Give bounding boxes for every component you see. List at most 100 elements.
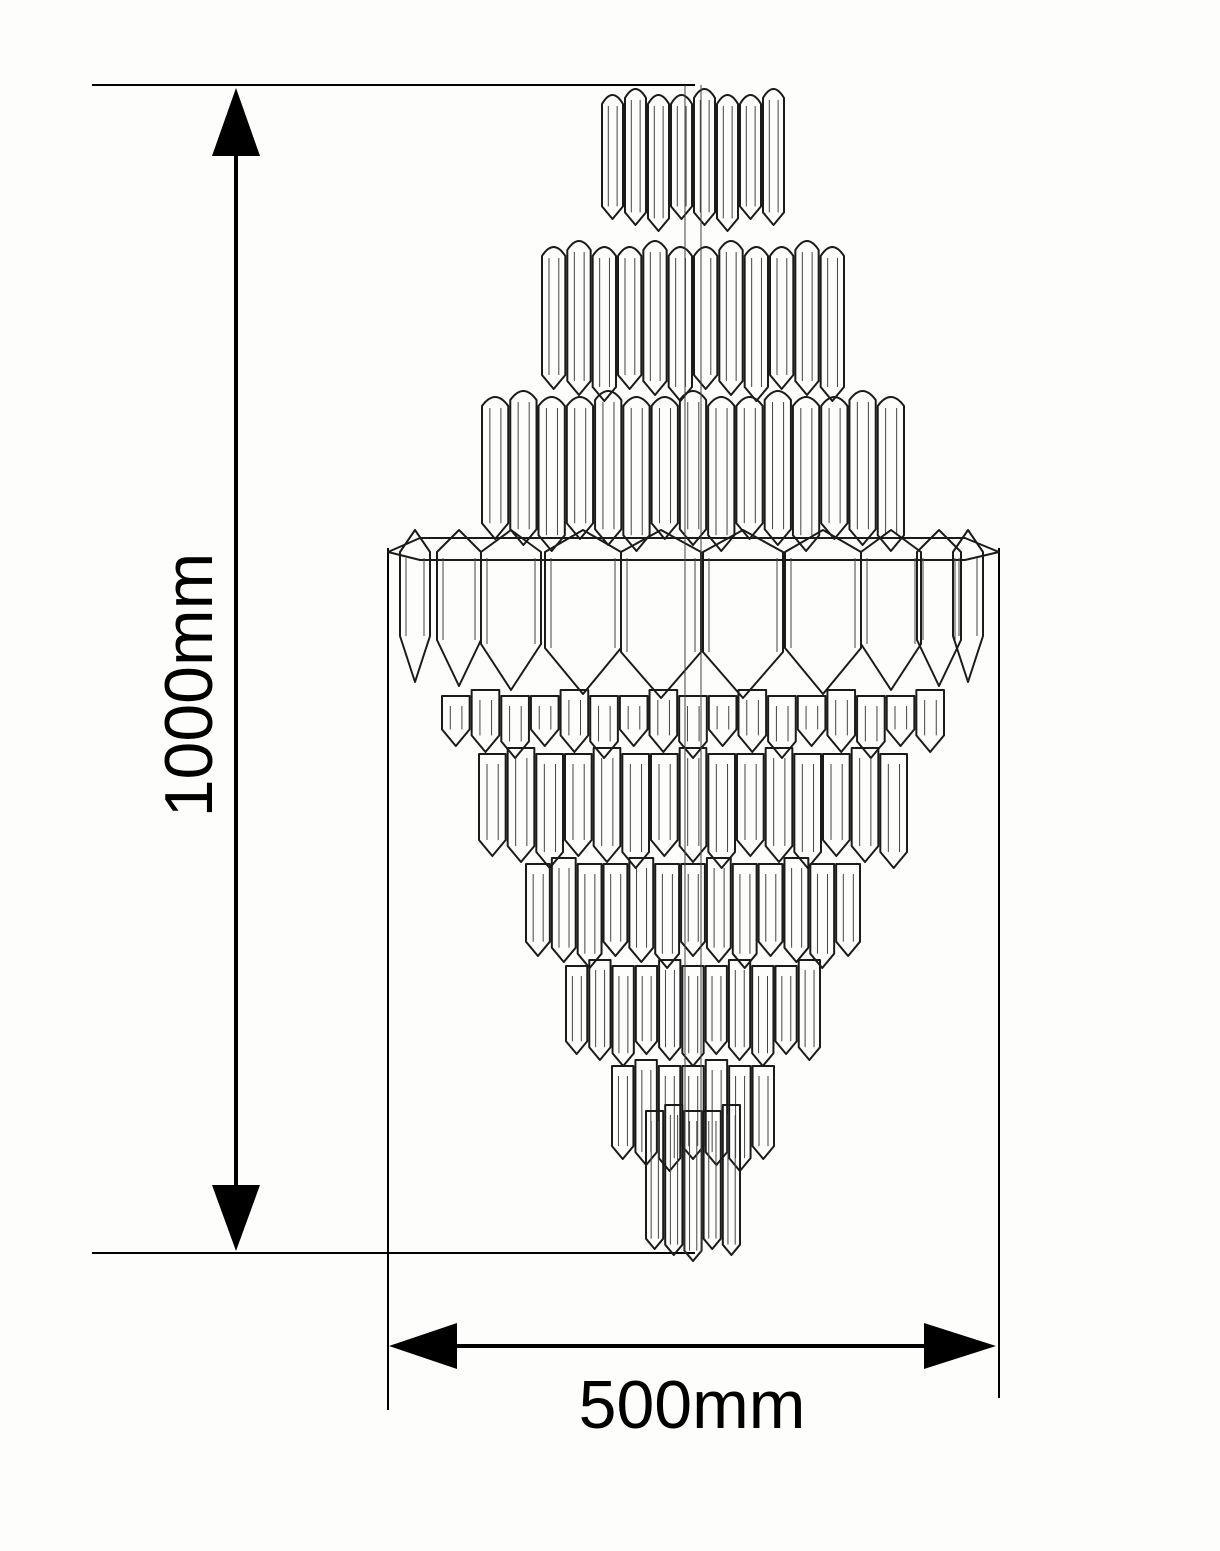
crystal-tier-4-11 [737, 689, 768, 753]
crystal-tier-4-6 [589, 695, 619, 759]
crystal-tier-7-1 [565, 965, 589, 1055]
crystal-tier-4-10 [707, 695, 738, 747]
crystal-tier-3-1 [481, 396, 510, 540]
crystal-tier-6-5 [628, 857, 655, 963]
crystal-tier-8-6 [728, 1065, 752, 1172]
crystal-tier-7-10 [774, 965, 798, 1055]
crystal-tier-9-5 [721, 1104, 741, 1256]
crystal-tier-7-5 [658, 959, 682, 1061]
crystal-tier-3-9 [707, 396, 736, 552]
crystal-tier-2-8 [718, 240, 744, 396]
crown-crystal-3 [480, 529, 542, 691]
crystal-tier-4-2 [470, 689, 501, 753]
width-arrow-right [924, 1323, 996, 1369]
height-dimension: 1000mm [92, 84, 695, 1254]
crown-crystal-1 [399, 529, 431, 683]
crystal-tier-1-5 [693, 88, 716, 226]
crystal-tier-2-11 [794, 240, 820, 396]
crystal-tier-2-4 [617, 246, 643, 390]
height-label: 1000mm [151, 553, 227, 818]
crystal-tier-5-6 [621, 753, 650, 869]
crystal-tier-8-7 [751, 1065, 775, 1160]
crystal-tier-5-8 [678, 747, 708, 863]
crystal-tier-4-4 [529, 695, 560, 747]
crystal-tier-5-7 [650, 753, 679, 857]
crystal-tier-1-2 [624, 88, 647, 226]
crystal-tier-4-17 [915, 689, 945, 753]
crown-crystal-10 [952, 529, 984, 683]
crystal-tier-3-13 [820, 396, 849, 540]
crystal-tier-9-2 [664, 1104, 684, 1256]
chandelier-drawing [387, 85, 1000, 1262]
crystal-tier-3-5 [594, 390, 623, 546]
crystal-tier-4-14 [826, 689, 857, 753]
crystal-tier-4-7 [618, 695, 649, 747]
crystal-tier-5-11 [764, 747, 794, 863]
crystal-tier-6-1 [525, 863, 551, 957]
crystal-tier-3-10 [735, 396, 764, 540]
crystal-tier-8-1 [611, 1065, 635, 1160]
crystal-tier-7-9 [751, 965, 775, 1067]
crystal-tier-4-16 [885, 695, 916, 747]
crystal-tier-6-8 [705, 857, 732, 963]
crystal-tier-9-4 [702, 1110, 722, 1250]
crystal-tier-3-6 [622, 396, 651, 552]
crystal-tier-3-3 [537, 396, 566, 552]
crystal-tier-4-1 [441, 695, 471, 747]
crystal-tier-6-4 [602, 863, 629, 957]
crown-crystal-5 [620, 529, 702, 699]
crystal-tier-5-4 [564, 753, 593, 857]
crystal-tier-5-2 [506, 747, 536, 863]
crown-crystal-9 [916, 529, 962, 687]
crystal-tier-6-6 [654, 863, 681, 969]
crystal-tier-2-2 [566, 240, 592, 396]
crystal-tier-4-3 [500, 695, 530, 759]
crystal-tier-6-3 [576, 863, 603, 969]
crystal-tier-3-11 [763, 390, 792, 546]
crown-crystal-6 [702, 529, 784, 699]
crystal-tier-3-14 [848, 390, 877, 546]
crystal-tier-5-9 [707, 753, 736, 869]
crystal-tier-2-3 [591, 246, 617, 402]
crystal-tier-3-12 [791, 396, 821, 552]
crystal-tier-2-10 [769, 246, 795, 390]
crystal-tier-5-5 [592, 747, 622, 863]
crown-crystal-7 [784, 529, 862, 695]
crystal-tier-1-3 [647, 94, 670, 232]
crystal-tier-2-9 [743, 246, 769, 402]
crystal-tier-7-3 [611, 965, 635, 1067]
crystal-tier-4-5 [559, 689, 590, 753]
crystal-tier-7-7 [704, 965, 728, 1055]
crystal-tier-3-15 [876, 396, 905, 552]
width-label: 500mm [579, 1367, 806, 1443]
crown-crystal-8 [860, 529, 922, 691]
width-dimension: 500mm [387, 548, 1000, 1443]
crystal-tier-2-6 [667, 246, 693, 402]
crystal-tier-5-10 [736, 753, 765, 857]
crystal-tier-5-15 [879, 753, 908, 869]
crystal-tier-4-12 [767, 695, 797, 759]
crystal-tier-2-5 [642, 240, 668, 396]
crystal-tier-7-8 [727, 959, 752, 1061]
crystal-tier-9-1 [645, 1110, 665, 1250]
crystal-tier-7-6 [681, 965, 705, 1067]
crown-crystal-4 [544, 529, 622, 695]
crystal-tier-1-1 [601, 94, 624, 220]
crystal-tier-5-1 [478, 753, 507, 857]
crystal-tier-2-1 [541, 246, 567, 390]
crystal-tier-2-7 [693, 246, 719, 390]
crystal-tier-6-11 [783, 857, 810, 963]
crystal-tier-5-3 [535, 753, 564, 869]
crystal-tier-7-4 [634, 965, 659, 1055]
height-arrow-down [212, 1185, 260, 1251]
crystal-tier-5-13 [822, 753, 851, 857]
crystal-tier-3-4 [565, 396, 595, 540]
crystal-tier-6-12 [809, 863, 836, 969]
crystal-tier-9-3 [683, 1110, 703, 1262]
crystal-tier-6-2 [550, 857, 577, 963]
crystal-tier-7-11 [797, 959, 821, 1061]
height-arrow-up [212, 88, 260, 156]
crystal-tier-1-7 [739, 94, 762, 220]
crystal-tier-4-8 [648, 689, 679, 753]
